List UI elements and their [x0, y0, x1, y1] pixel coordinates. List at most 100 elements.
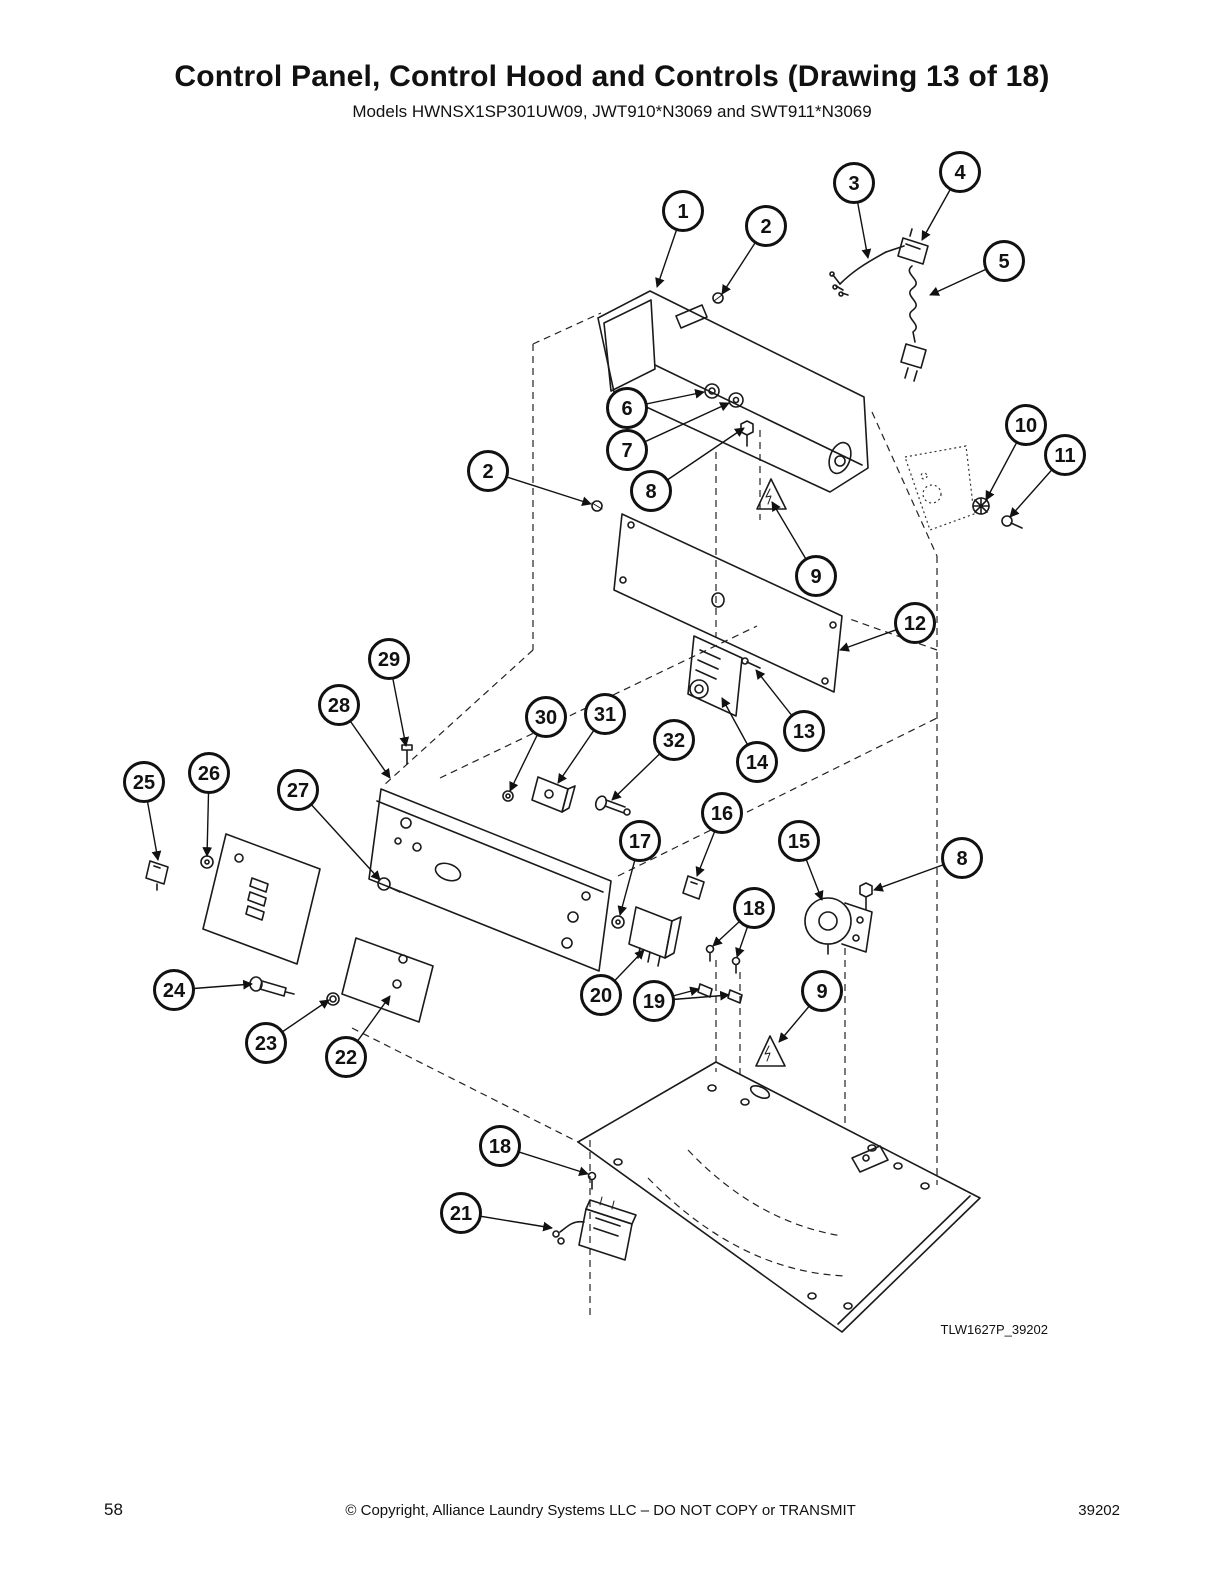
- part-screw-2a: [712, 292, 724, 304]
- part-pressure-switch: [804, 897, 873, 955]
- callout-balloon-7: 7: [606, 429, 648, 471]
- part-graphic-overlay: [202, 833, 321, 965]
- svg-text:7: 7: [621, 440, 632, 462]
- part-terminal-block: [897, 228, 929, 265]
- callout-balloon-18: 18: [733, 887, 775, 929]
- svg-text:26: 26: [198, 763, 220, 785]
- part-screw-8: [740, 420, 754, 447]
- callout-balloon-28: 28: [318, 684, 360, 726]
- callout-balloon-12: 12: [894, 602, 936, 644]
- warning-label-icon-2: [755, 1035, 786, 1067]
- part-clips-19: [697, 983, 743, 1004]
- callout-balloon-4: 4: [939, 151, 981, 193]
- part-screw-29: [401, 744, 413, 765]
- page-title: Control Panel, Control Hood and Controls…: [174, 60, 1050, 93]
- callout-balloon-9: 9: [795, 555, 837, 597]
- part-cabinet-base: [577, 1061, 981, 1333]
- svg-text:32: 32: [663, 730, 685, 752]
- callout-balloon-16: 16: [701, 792, 743, 834]
- callout-balloon-32: 32: [653, 719, 695, 761]
- part-screw-8b: [859, 882, 873, 910]
- callout-balloon-23: 23: [245, 1022, 287, 1064]
- part-switch-31: [531, 776, 576, 813]
- drawing-code: TLW1627P_39202: [940, 1322, 1048, 1337]
- callout-balloon-2: 2: [745, 205, 787, 247]
- part-washer-17: [611, 915, 625, 929]
- svg-text:1: 1: [677, 201, 688, 223]
- svg-text:30: 30: [535, 707, 557, 729]
- svg-text:14: 14: [746, 752, 769, 774]
- svg-text:13: 13: [793, 721, 815, 743]
- callout-balloon-19: 19: [633, 980, 675, 1022]
- callout-balloon-25: 25: [123, 761, 165, 803]
- page-footer: 58 © Copyright, Alliance Laundry Systems…: [0, 1500, 1224, 1520]
- callout-balloon-1: 1: [662, 190, 704, 232]
- part-clip-16: [682, 875, 705, 900]
- svg-text:8: 8: [645, 481, 656, 503]
- svg-text:3: 3: [848, 173, 859, 195]
- part-screw-27: [377, 877, 401, 893]
- page-number: 58: [104, 1500, 123, 1519]
- svg-text:31: 31: [594, 704, 616, 726]
- part-timer-bracket: [687, 635, 743, 717]
- callout-balloon-15: 15: [778, 820, 820, 862]
- callout-balloon-10: 10: [1005, 404, 1047, 446]
- callout-balloon-30: 30: [525, 696, 567, 738]
- part-screw-2b: [591, 500, 603, 512]
- part-screw-11: [1001, 515, 1023, 529]
- svg-text:12: 12: [904, 613, 926, 635]
- doc-number: 39202: [1078, 1502, 1120, 1519]
- callout-balloon-8: 8: [941, 837, 983, 879]
- svg-text:29: 29: [378, 649, 400, 671]
- exploded-view-art: [145, 228, 1023, 1333]
- svg-text:20: 20: [590, 985, 612, 1007]
- svg-text:2: 2: [482, 461, 493, 483]
- svg-text:15: 15: [788, 831, 810, 853]
- callout-balloon-11: 11: [1044, 434, 1086, 476]
- svg-text:16: 16: [711, 803, 733, 825]
- svg-text:9: 9: [810, 566, 821, 588]
- part-screw-30: [502, 790, 514, 802]
- svg-text:9: 9: [816, 981, 827, 1003]
- svg-text:4: 4: [954, 162, 966, 184]
- callout-balloon-24: 24: [153, 969, 195, 1011]
- callout-balloon-13: 13: [783, 710, 825, 752]
- svg-text:5: 5: [998, 251, 1009, 273]
- models-subtitle: Models HWNSX1SP301UW09, JWT910*N3069 and…: [352, 102, 872, 121]
- svg-text:18: 18: [743, 898, 765, 920]
- part-nut-6: [704, 383, 720, 399]
- svg-text:8: 8: [956, 848, 967, 870]
- callout-balloon-21: 21: [440, 1192, 482, 1234]
- part-screw-13: [741, 657, 761, 669]
- svg-text:27: 27: [287, 780, 309, 802]
- phantom-bracket: [904, 445, 975, 531]
- base-hidden-lines: [647, 1149, 847, 1277]
- callout-balloon-26: 26: [188, 752, 230, 794]
- svg-text:10: 10: [1015, 415, 1037, 437]
- svg-text:17: 17: [629, 831, 651, 853]
- part-sensor-32: [594, 795, 631, 816]
- callout-balloon-17: 17: [619, 820, 661, 862]
- copyright-notice: © Copyright, Alliance Laundry Systems LL…: [345, 1502, 856, 1519]
- part-overlay-insert: [341, 937, 434, 1023]
- svg-text:2: 2: [760, 216, 771, 238]
- part-transformer: [552, 1196, 637, 1261]
- svg-text:25: 25: [133, 772, 155, 794]
- svg-text:19: 19: [643, 991, 665, 1013]
- part-control-panel: [368, 788, 612, 972]
- callout-balloon-22: 22: [325, 1036, 367, 1078]
- part-washer-26: [200, 855, 214, 869]
- svg-text:18: 18: [489, 1136, 511, 1158]
- svg-text:22: 22: [335, 1047, 357, 1069]
- callout-balloon-6: 6: [606, 387, 648, 429]
- callout-balloon-31: 31: [584, 693, 626, 735]
- svg-text:21: 21: [450, 1203, 472, 1225]
- part-indicator-light: [249, 976, 295, 997]
- callout-balloon-2: 2: [467, 450, 509, 492]
- callout-balloon-27: 27: [277, 769, 319, 811]
- callout-balloon-8: 8: [630, 470, 672, 512]
- callout-balloon-29: 29: [368, 638, 410, 680]
- svg-text:24: 24: [163, 980, 186, 1002]
